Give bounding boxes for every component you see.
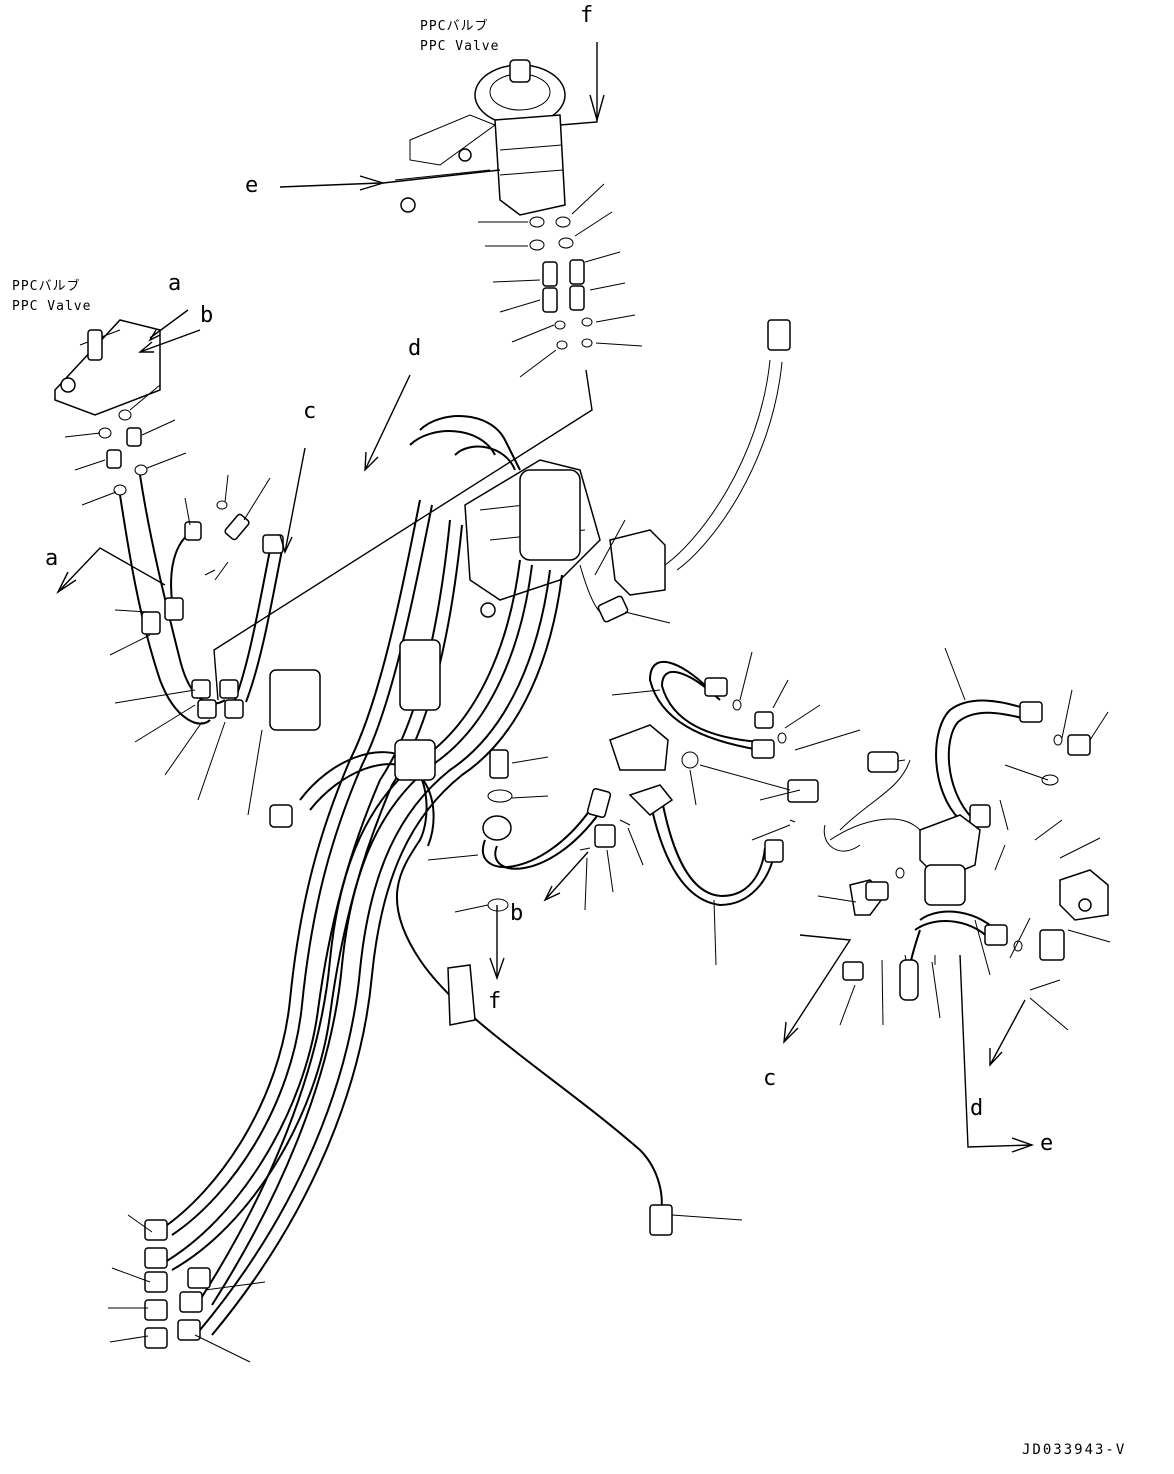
ppc-valve-top-jp: PPCバルブ	[420, 18, 488, 34]
label-a-left: a	[45, 546, 58, 571]
ppc-valve-top-en: PPC Valve	[420, 39, 499, 54]
label-e-top: e	[245, 173, 258, 198]
label-c-top: c	[303, 399, 316, 424]
main-hose-bundle	[108, 499, 743, 1363]
ppc-valve-left	[54, 319, 187, 506]
label-b-center: b	[510, 901, 523, 926]
center-right-fittings	[427, 651, 861, 966]
ppc-valve-top	[394, 59, 566, 216]
ppc-valve-left-en: PPC Valve	[12, 299, 91, 314]
ppc-valve-left-jp: PPCバルブ	[12, 278, 80, 294]
callout-labels: PPCバルブ PPC Valve PPCバルブ PPC Valve f e a …	[12, 3, 1126, 1458]
label-a-top: a	[168, 271, 181, 296]
label-d-bottom: d	[970, 1096, 983, 1121]
label-f-top: f	[580, 3, 593, 28]
central-assembly	[409, 319, 791, 624]
left-hoses	[109, 474, 284, 816]
label-d-top: d	[408, 336, 421, 361]
label-c-bottom: c	[763, 1066, 776, 1091]
label-e-bottom: e	[1040, 1131, 1053, 1156]
reference-arrows	[56, 42, 1035, 1153]
label-b-top: b	[200, 303, 213, 328]
right-group	[817, 647, 1111, 1031]
drawing-code: JD033943-V	[1022, 1442, 1126, 1458]
top-fittings	[478, 183, 643, 378]
label-f-center: f	[488, 989, 501, 1014]
